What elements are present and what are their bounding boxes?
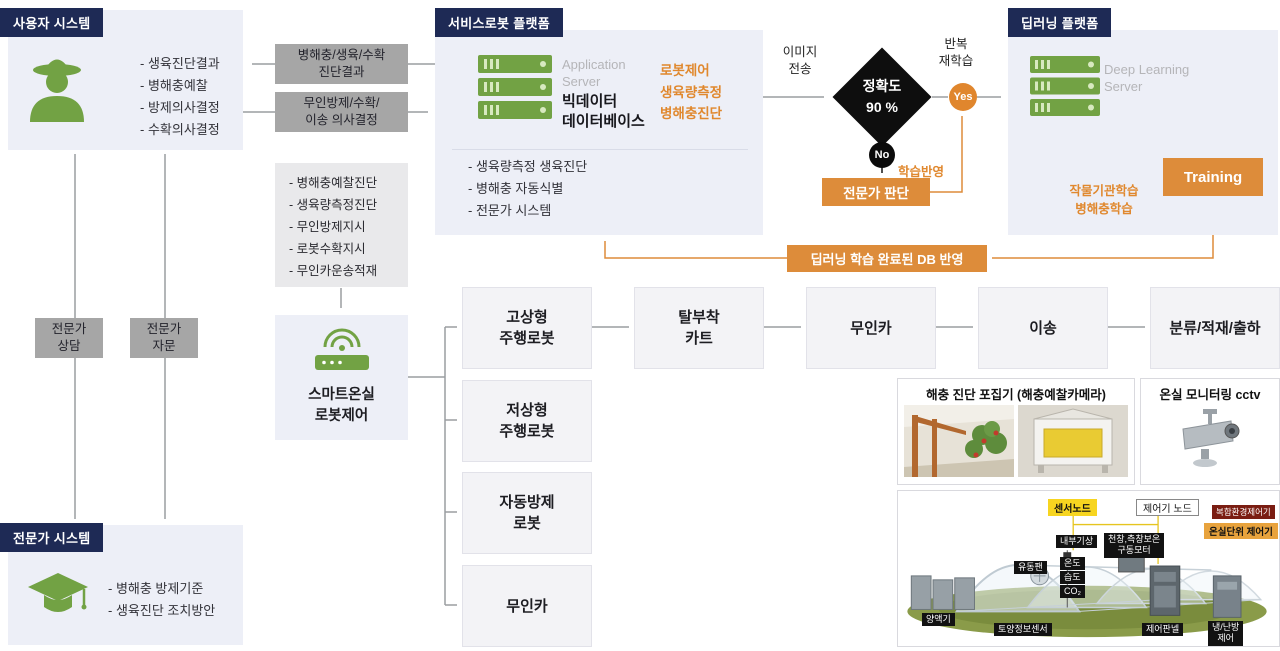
gh-label-control-panel: 제어판넬 xyxy=(1142,623,1184,637)
expert-system-badge: 전문가 시스템 xyxy=(0,523,104,552)
list-item: - 무인카운송적재 xyxy=(289,264,378,278)
list-item: - 생육진단 조치방안 xyxy=(108,603,216,618)
robot-auto-pesticide: 자동방제 로봇 xyxy=(462,472,592,554)
cctv-title: 온실 모니터링 cctv xyxy=(1159,388,1261,402)
db-reflect-box: 딥러닝 학습 완료된 DB 반영 xyxy=(787,245,987,272)
expert-advice-box: 전문가 자문 xyxy=(130,318,198,358)
command-list-box: - 병해충예찰진단 - 생육량측정진단 - 무인방제지시 - 로봇수확지시 - … xyxy=(275,163,408,287)
gh-label-humidity: 습도 xyxy=(1060,571,1085,585)
node-transport: 이송 xyxy=(978,287,1108,369)
pest-trap-frame: 해충 진단 포집기 (해충예찰카메라) xyxy=(897,378,1135,485)
gh-label-hvac: 냉/난방 제어 xyxy=(1208,621,1244,646)
gh-label-soil-sensor: 토양정보센서 xyxy=(994,623,1052,637)
diagnosis-result-box: 병해충/생육/수확 진단결과 xyxy=(275,44,408,84)
list-item: - 생육량측정 생육진단 xyxy=(468,159,588,174)
list-item: - 수확의사결정 xyxy=(140,122,220,137)
gh-label-co2: CO₂ xyxy=(1060,585,1085,599)
list-item: - 병해충예찰 xyxy=(140,78,208,93)
pest-trap-title: 해충 진단 포집기 (해충예찰카메라) xyxy=(926,388,1106,402)
reflect-label: 학습반영 xyxy=(898,165,945,179)
list-item: - 병해충 방제기준 xyxy=(108,581,204,596)
gh-label-complex-controller: 복합환경제어기 xyxy=(1212,505,1275,519)
robot-unmanned-cart: 무인카 xyxy=(462,565,592,647)
list-item: - 병해충 자동식별 xyxy=(468,181,564,196)
application-server-icon xyxy=(478,55,552,119)
gh-label-indoor-weather: 내부기상 xyxy=(1056,535,1098,549)
list-item: - 로봇수확지시 xyxy=(289,242,366,256)
gh-label-unit-controller: 온실단위 제어기 xyxy=(1204,523,1278,539)
service-platform-badge: 서비스로봇 플랫폼 xyxy=(435,8,563,37)
no-circle: No xyxy=(869,142,895,168)
gh-label-temp: 온도 xyxy=(1060,557,1085,571)
unmanned-decision-box: 무인방제/수확/ 이송 의사결정 xyxy=(275,92,408,132)
service-platform-list: - 생육량측정 생육진단 - 병해충 자동식별 - 전문가 시스템 xyxy=(468,156,587,222)
arrow-reflect-feedback xyxy=(930,116,963,193)
gh-label-fan: 유동팬 xyxy=(1014,561,1047,575)
farmer-icon xyxy=(30,59,84,122)
node-unmanned-cart: 무인카 xyxy=(806,287,936,369)
yes-circle: Yes xyxy=(949,83,977,111)
user-system-list: - 생육진단결과 - 병해충예찰 - 방제의사결정 - 수확의사결정 xyxy=(140,53,220,141)
training-box: Training xyxy=(1163,158,1263,196)
list-item: - 전문가 시스템 xyxy=(468,203,552,218)
application-server-caption: Application Server xyxy=(562,57,626,89)
list-item: - 생육진단결과 xyxy=(140,56,220,71)
greenhouse-control-label: 스마트온실 로봇제어 xyxy=(308,387,375,425)
expert-consult-box: 전문가 상담 xyxy=(35,318,103,358)
arrow-db-to-platform xyxy=(604,241,787,259)
cctv-camera-illustration xyxy=(1182,409,1240,467)
bigdata-db-title: 빅데이터 데이터베이스 xyxy=(562,93,645,130)
list-item: - 생육량측정진단 xyxy=(289,198,378,212)
platform-functions: 로봇제어 생육량측정 병해충진단 xyxy=(660,63,723,122)
deep-learning-badge: 딥러닝 플랫폼 xyxy=(1008,8,1112,37)
list-item: - 무인방제지시 xyxy=(289,220,366,234)
deep-learning-server-icon xyxy=(1030,56,1100,116)
image-transfer-label: 이미지 전송 xyxy=(782,45,818,76)
node-sort-load-ship: 분류/적재/출하 xyxy=(1150,287,1280,369)
gh-label-motor: 천창,측창보온 구동모터 xyxy=(1104,533,1165,558)
user-system-badge: 사용자 시스템 xyxy=(0,8,104,37)
gh-label-controller-node: 제어기 노드 xyxy=(1136,499,1199,516)
gh-label-nutrient: 양액기 xyxy=(922,613,955,627)
expert-system-list: - 병해충 방제기준 - 생육진단 조치방안 xyxy=(108,578,215,622)
graduation-cap-icon xyxy=(28,573,88,612)
cctv-frame: 온실 모니터링 cctv xyxy=(1140,378,1280,485)
list-item: - 방제의사결정 xyxy=(140,100,220,115)
node-detachable-cart: 탈부착 카트 xyxy=(634,287,764,369)
trap-photo-device xyxy=(1018,405,1128,477)
wifi-router-icon xyxy=(315,328,369,370)
robot-low-rail: 저상형 주행로봇 xyxy=(462,380,592,462)
expert-judgment-box: 전문가 판단 xyxy=(822,178,930,206)
accuracy-diamond-label: 정확도 90 % xyxy=(862,78,902,115)
retrain-label: 반복 재학습 xyxy=(938,37,974,68)
platform-divider xyxy=(452,149,748,150)
greenhouse-illustration-frame: 센서노드 제어기 노드 복합환경제어기 온실단위 제어기 내부기상 천창,측창보… xyxy=(897,490,1280,647)
robot-high-rail: 고상형 주행로봇 xyxy=(462,287,592,369)
learning-label: 작물기관학습 병해충학습 xyxy=(1069,184,1139,217)
trap-photo-greenhouse xyxy=(904,405,1014,477)
gh-label-sensor-node: 센서노드 xyxy=(1048,499,1097,516)
list-item: - 병해충예찰진단 xyxy=(289,176,378,190)
deep-learning-server-caption: Deep Learning Server xyxy=(1104,62,1190,94)
